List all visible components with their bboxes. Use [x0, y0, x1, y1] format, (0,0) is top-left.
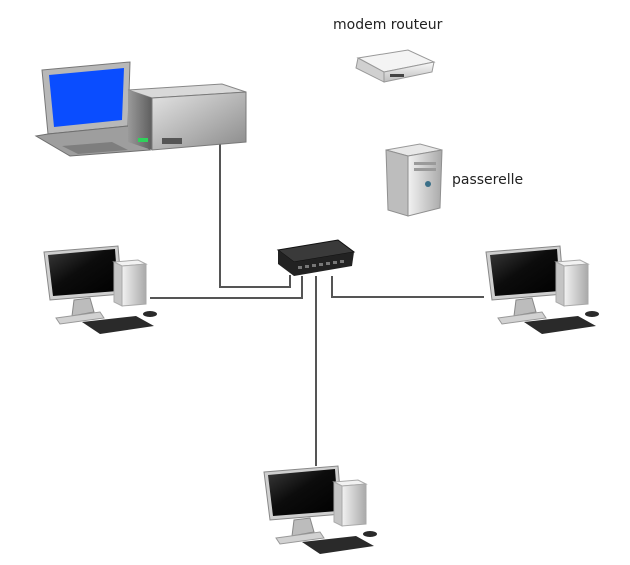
modem-router-icon — [355, 49, 436, 83]
link-pc-left-switch — [150, 276, 303, 299]
cable-links — [150, 144, 484, 466]
laptop-icon — [34, 61, 152, 157]
server-icon — [127, 83, 247, 151]
modem-router-label: modem routeur — [333, 17, 443, 33]
gateway-label: passerelle — [452, 172, 524, 188]
tower-pc-icon — [385, 143, 443, 217]
link-pc-right-switch — [331, 276, 484, 298]
desktop-computer-icon — [43, 245, 157, 334]
desktop-computer-icon — [263, 465, 377, 554]
link-server-switch — [219, 144, 291, 288]
network-switch-icon — [276, 239, 356, 276]
desktop-computer-icon — [485, 245, 599, 334]
